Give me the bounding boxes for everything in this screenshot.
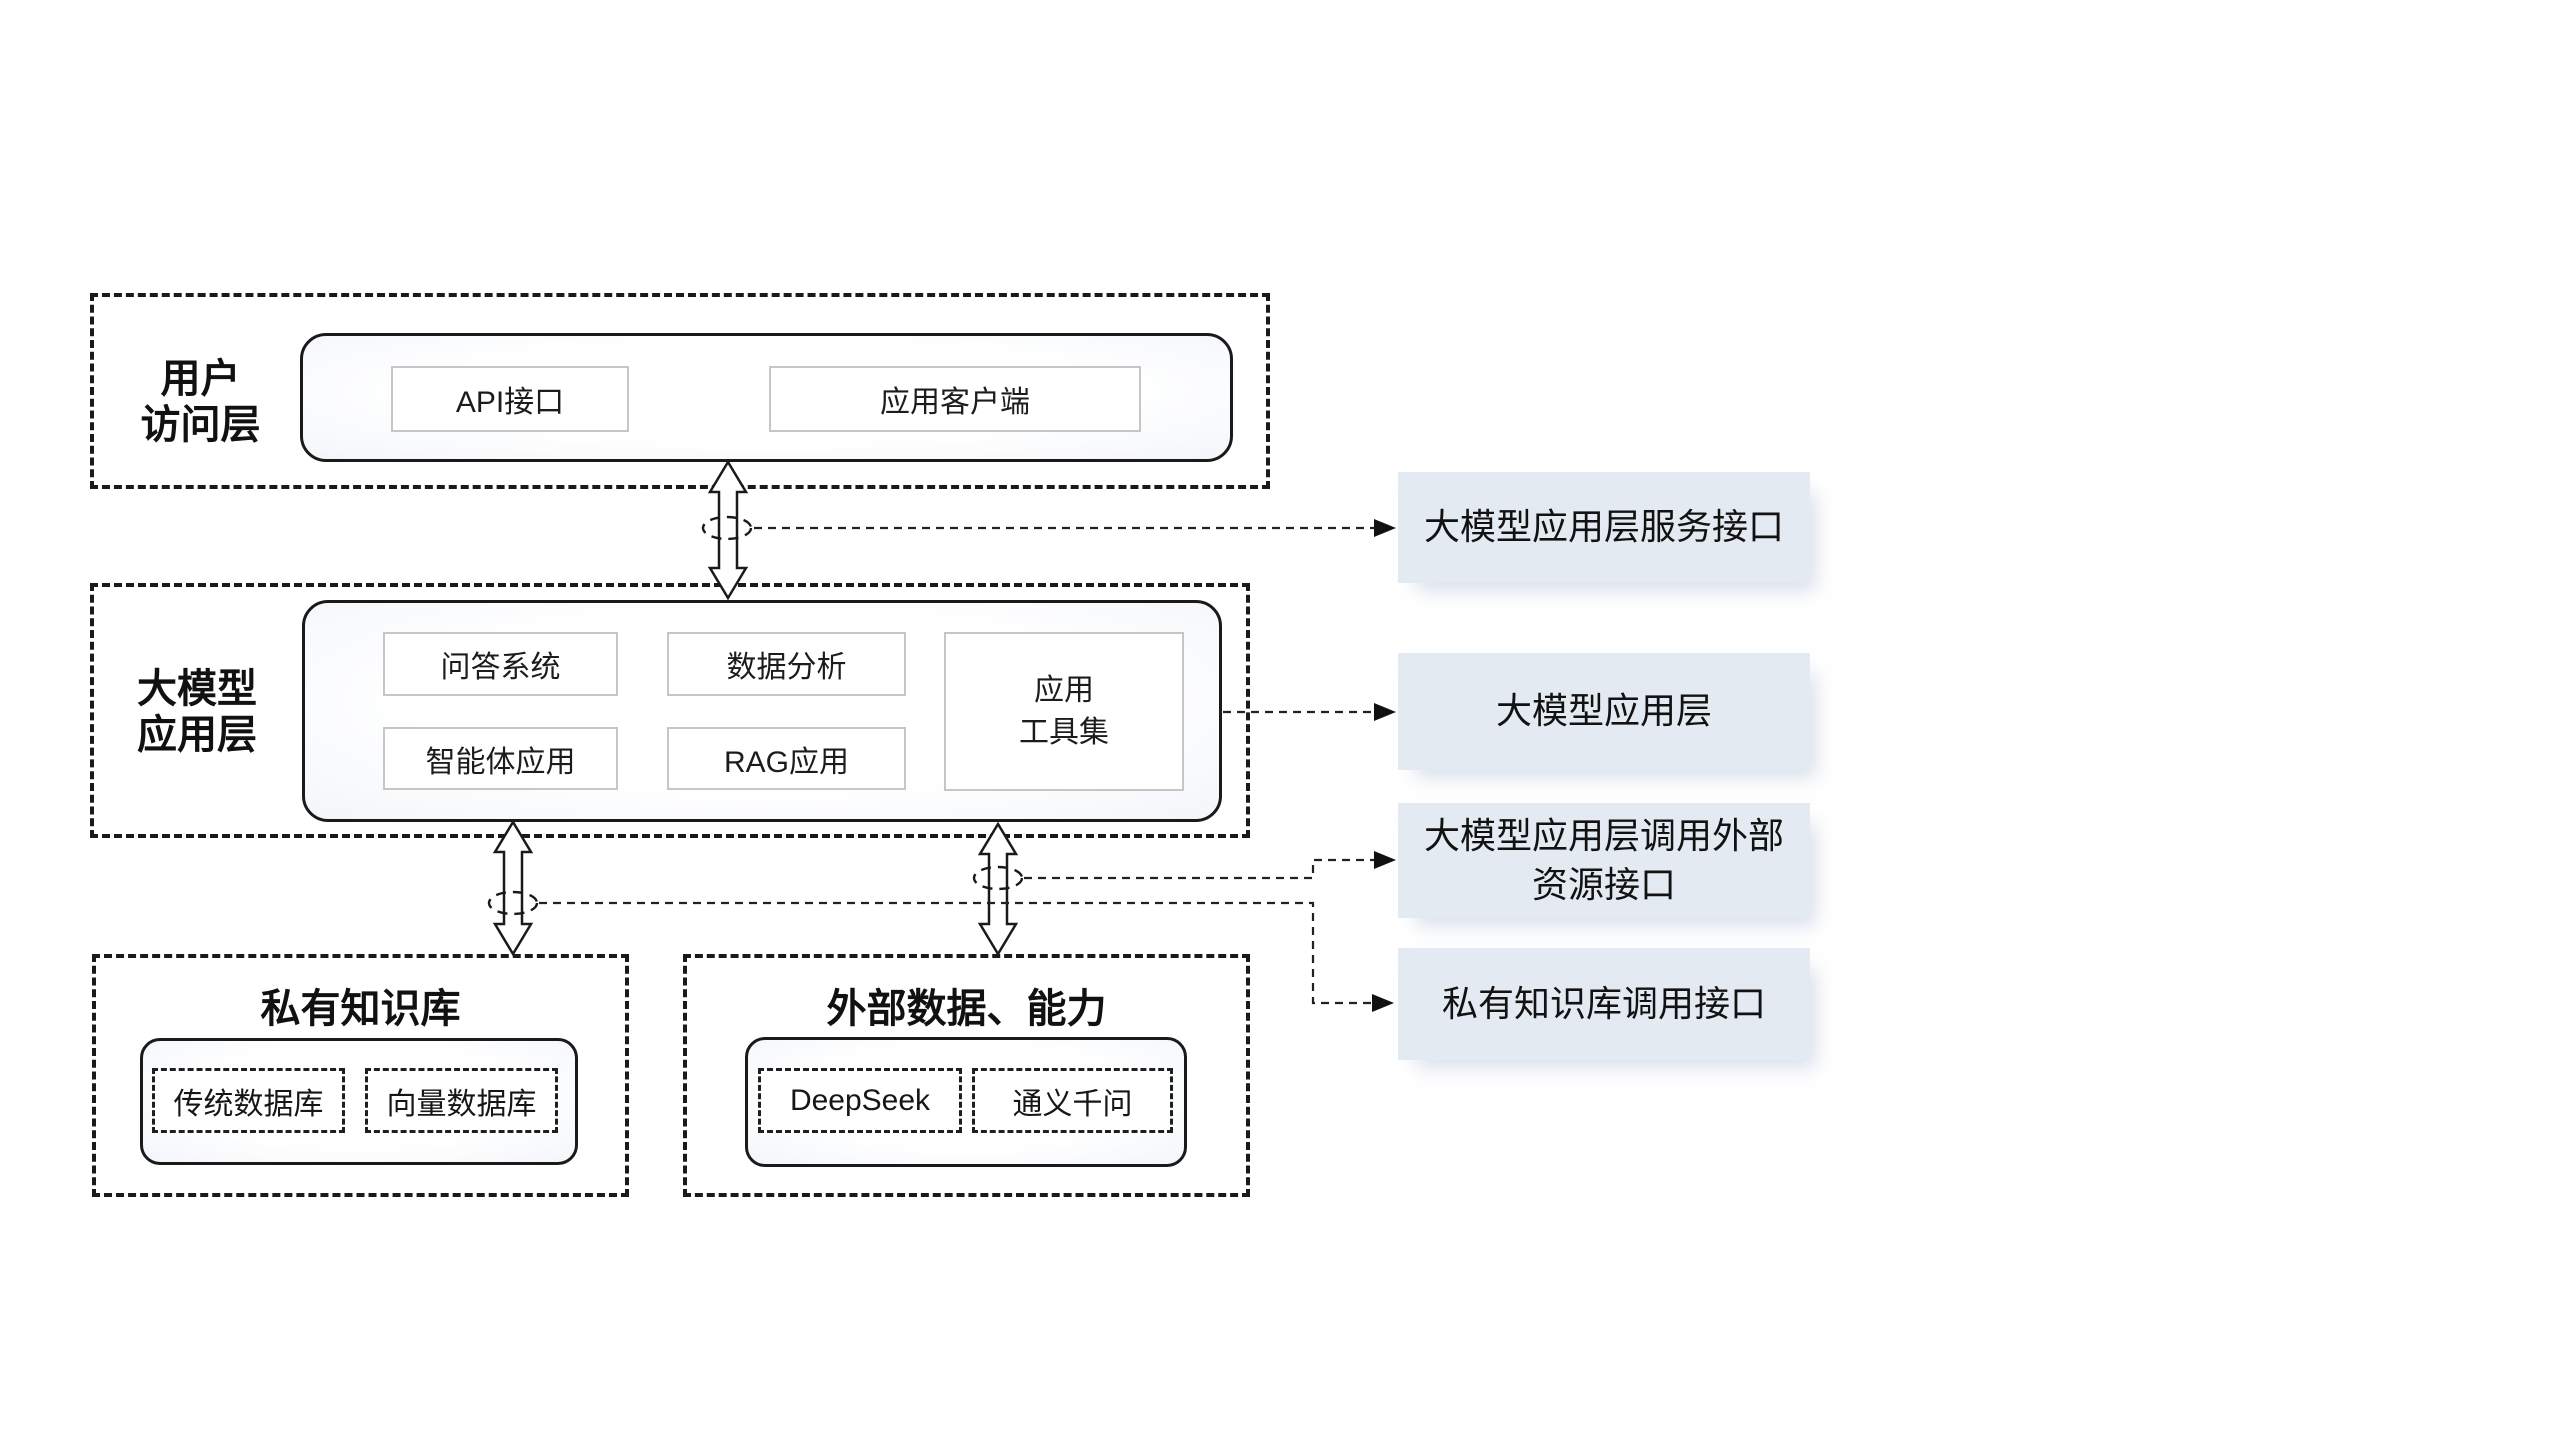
interface-external-resource-api: 大模型应用层调用外部 资源接口 [1398, 803, 1810, 918]
double-arrow-llm-kb [492, 819, 534, 957]
interface-service-api: 大模型应用层服务接口 [1398, 472, 1810, 583]
label-llm-app-layer: 大模型 应用层 [137, 667, 257, 757]
arrowhead-llm-app-layer [1374, 703, 1396, 721]
link-marker-kb [487, 890, 539, 916]
connector-external-resource-api [1024, 858, 1377, 880]
node-data-analysis: 数据分析 [667, 632, 906, 696]
interface-kb-api: 私有知识库调用接口 [1398, 948, 1810, 1060]
title-private-knowledge-base: 私有知识库 [260, 987, 461, 1031]
arrowhead-external-resource-api [1374, 851, 1396, 869]
node-vector-database: 向量数据库 [365, 1068, 558, 1133]
node-qa-system: 问答系统 [383, 632, 618, 696]
node-deepseek: DeepSeek [758, 1068, 962, 1133]
title-external-data-capability: 外部数据、能力 [826, 987, 1107, 1031]
link-marker-external [972, 865, 1024, 891]
double-arrow-llm-external [977, 821, 1019, 957]
section-user-access-layer [90, 293, 1270, 489]
section-private-knowledge-base: 私有知识库 [92, 954, 629, 1197]
node-app-client: 应用客户端 [769, 366, 1141, 432]
node-agent-app: 智能体应用 [383, 727, 618, 790]
link-marker-service [701, 515, 753, 541]
node-qwen: 通义千问 [972, 1068, 1173, 1133]
arrowhead-service-api [1374, 519, 1396, 537]
node-traditional-database: 传统数据库 [152, 1068, 345, 1133]
label-user-access-layer: 用户 访问层 [140, 357, 261, 447]
arrowhead-kb-api [1372, 994, 1394, 1012]
interface-llm-app-layer: 大模型应用层 [1398, 653, 1810, 770]
node-app-toolset: 应用 工具集 [944, 632, 1184, 791]
node-api-interface: API接口 [391, 366, 629, 432]
section-llm-app-layer [90, 583, 1250, 838]
node-rag-app: RAG应用 [667, 727, 906, 790]
